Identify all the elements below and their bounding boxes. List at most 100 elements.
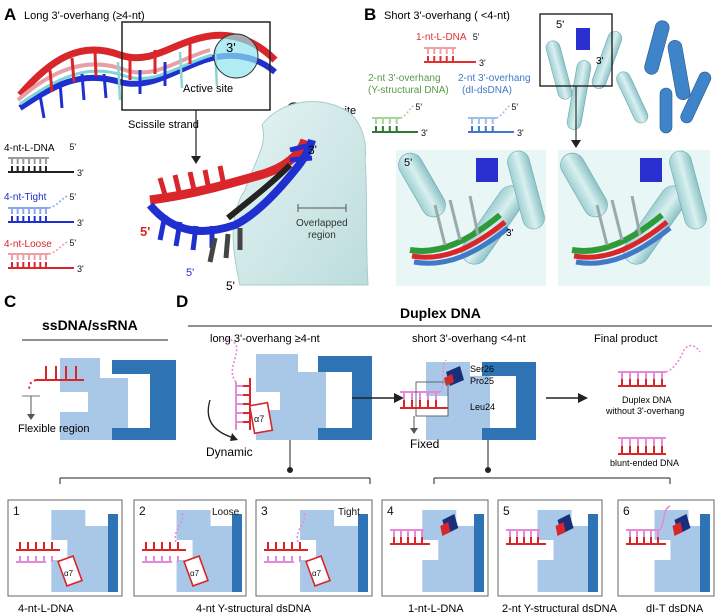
scenario-overhang (296, 511, 306, 543)
protein-surface (232, 101, 369, 286)
panel-d-final-dna (618, 344, 701, 455)
scenario-number: 3 (261, 504, 268, 518)
end-label-5prime: 5' (69, 192, 76, 202)
panel-b-title: Short 3'-overhang ( <4-nt) (384, 10, 510, 22)
scenario-alpha7 (183, 555, 209, 587)
panel-a-letter: A (4, 5, 16, 24)
panel-a-region: region (308, 230, 336, 241)
end-label-5prime: 5' (473, 32, 480, 42)
scenario-tag: Tight (338, 507, 360, 518)
scenario-alpha7-label: α7 (190, 569, 200, 578)
panel-a-overlapped: Overlapped (296, 218, 348, 229)
panel-c-ssdna (28, 366, 84, 391)
legend-l-dna-icon: 5'3' (8, 142, 84, 178)
scenario-alpha7-label: α7 (64, 569, 74, 578)
end-label-5prime: 5' (415, 102, 422, 112)
panel-c-flexible: Flexible region (18, 423, 90, 435)
scenario-motif-red (440, 522, 451, 536)
alpha7-label: α7 (254, 414, 264, 424)
fixed-box (415, 381, 449, 417)
panel-b-item-2: 2-nt 3'-overhang (458, 73, 531, 84)
panel-d-pro: Pro25 (470, 376, 494, 386)
panel-a-red-5prime: 5' (140, 224, 150, 239)
panel-b-top-5prime: 5' (556, 19, 564, 31)
scenario-number: 5 (503, 504, 510, 518)
panel-b-stereo-left: 5' 3' (396, 150, 546, 286)
alpha7-helix (248, 401, 274, 435)
panel-a-zoomed-dna (146, 138, 316, 263)
scenario-alpha7-label: α7 (312, 569, 322, 578)
panel-b-item-0: 1-nt-L-DNA (416, 32, 467, 43)
panel-d-leu: Leu24 (470, 402, 495, 412)
scenario-overhang (174, 511, 184, 543)
panel-d-long-protein (256, 354, 372, 440)
overhang (48, 241, 68, 255)
bottom-scenarios: α7 1 α7 2 Loose α7 3 Tight 4 5 6 (7, 499, 715, 597)
legend-loose-icon: 5'3' (8, 238, 84, 274)
bottom-labels: 4-nt-L-DNA 4-nt Y-structural dsDNA 1-nt-… (18, 603, 704, 615)
scenario-number: 2 (139, 504, 146, 518)
scenario-alpha7 (57, 555, 83, 587)
scenario-motif-red (672, 522, 683, 536)
end-label-3prime: 3' (479, 58, 486, 68)
scenario-number: 4 (387, 504, 394, 518)
scenario-box-6: 6 (617, 499, 715, 597)
panel-c: C ssDNA/ssRNA Flexible region (4, 292, 176, 440)
panel-d-fixed: Fixed (410, 437, 439, 451)
scenario-protein-dark (358, 514, 368, 592)
panel-b-left-5prime: 5' (404, 157, 412, 169)
panel-d-ser: Ser26 (470, 364, 494, 374)
panel-a-zoom-3prime: 3' (308, 143, 317, 157)
scenario-box-5: 5 (497, 499, 603, 597)
scenario-protein-light (537, 510, 590, 592)
scenario-protein-light (422, 510, 476, 592)
overhang (496, 105, 510, 119)
panel-a: A Long 3'-overhang (≥4-nt) 3' Active sit… (4, 5, 369, 293)
legend-di-icon: 5'3' (468, 102, 524, 138)
panel-b-protein-overview (540, 14, 712, 144)
end-label-3prime: 3' (421, 128, 428, 138)
scenario-protein-dark (232, 514, 242, 592)
panel-d-long: long 3'-overhang ≥4-nt (210, 333, 320, 345)
scenario-overhang (659, 505, 671, 531)
scenario-protein-dark (700, 514, 710, 592)
scenario-tag: Loose (212, 507, 240, 518)
panel-a-black-5prime: 5' (226, 279, 235, 293)
panel-d-dynamic: Dynamic (206, 445, 253, 459)
panel-d: D Duplex DNA long 3'-overhang ≥4-nt shor… (59, 292, 712, 484)
scenario-protein-dark (108, 514, 118, 592)
panel-d-final1: Duplex DNA (622, 395, 672, 405)
panel-a-active-site-label: Active site (183, 83, 233, 95)
panel-b-item-2-sub: (dI-dsDNA) (462, 85, 512, 96)
panel-d-final: Final product (594, 333, 658, 345)
end-label-3prime: 3' (517, 128, 524, 138)
panel-a-scissile: Scissile strand (128, 119, 199, 131)
panel-d-title: Duplex DNA (400, 305, 481, 321)
group-brackets (59, 440, 671, 484)
panel-d-final2: without 3'-overhang (605, 406, 684, 416)
scenario-protein-dark (588, 514, 598, 592)
panel-c-letter: C (4, 292, 16, 311)
panel-b: B Short 3'-overhang ( <4-nt) 1-nt-L-DNA … (364, 5, 712, 286)
short-overhang (439, 359, 447, 393)
panel-d-short-dna (400, 359, 448, 409)
panel-a-legend-2: 4-nt-Loose (4, 239, 52, 250)
panel-a-dna-legend: 4-nt-L-DNA 5'3' 4-nt-Tight 5'3' 4-nt-Loo… (4, 142, 84, 274)
bottom-label-4: dI-T dsDNA (646, 603, 704, 615)
panel-d-final3: blunt-ended DNA (610, 458, 679, 468)
long-overhang (221, 338, 238, 383)
panel-b-stereo-right (558, 150, 710, 286)
dynamic-arrow (207, 399, 235, 439)
scenario-box-4: 4 (381, 499, 489, 597)
scenario-alpha7 (305, 555, 331, 587)
bottom-label-2: 1-nt-L-DNA (408, 603, 464, 615)
bottom-label-1: 4-nt Y-structural dsDNA (196, 603, 312, 615)
end-label-5prime: 5' (69, 238, 76, 248)
scenario-protein-light (654, 510, 703, 592)
scenario-number: 6 (623, 504, 630, 518)
scenario-number: 1 (13, 504, 20, 518)
panel-a-legend-0: 4-nt-L-DNA (4, 143, 55, 154)
panel-a-top-3prime: 3' (226, 40, 236, 55)
panel-d-short: short 3'-overhang <4-nt (412, 333, 526, 345)
